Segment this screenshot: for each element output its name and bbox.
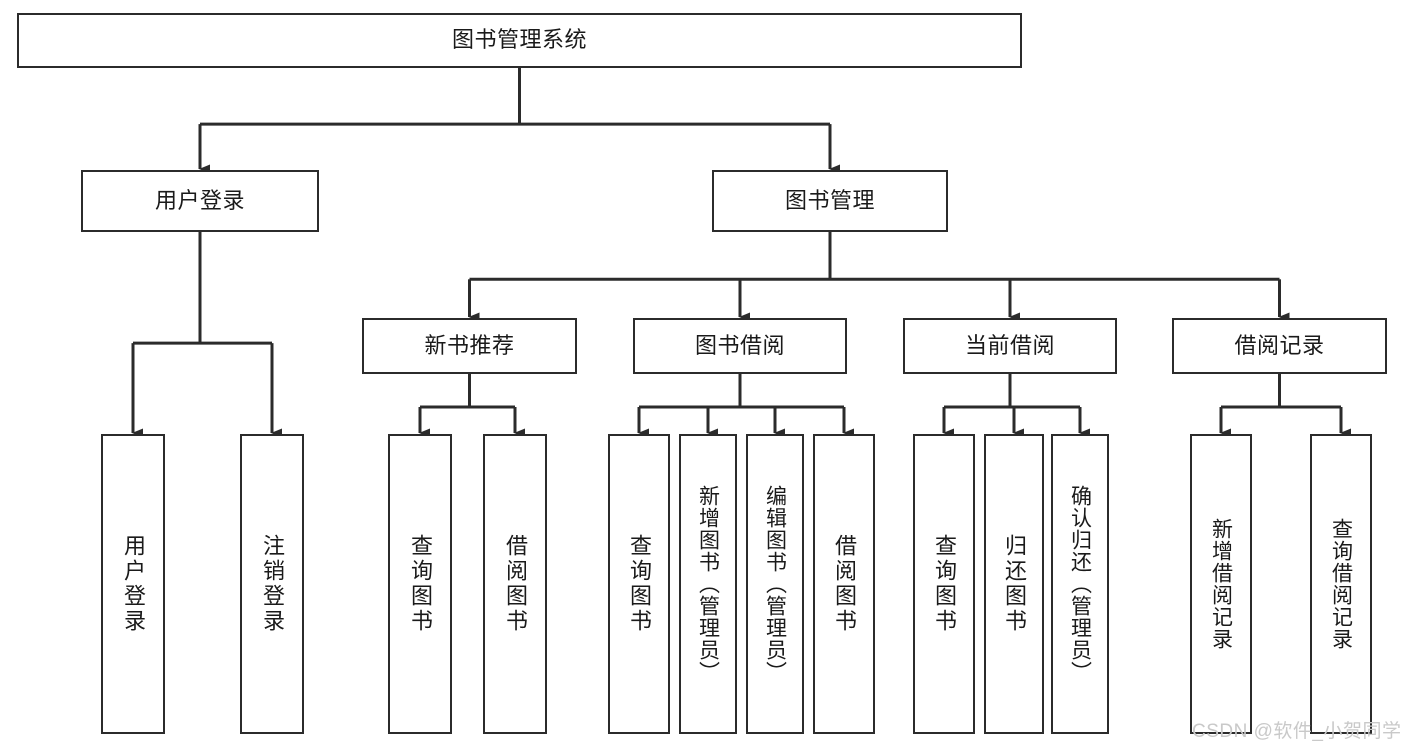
node-label: 查询借阅记录 <box>1329 518 1353 650</box>
node-label: 新增借阅记录 <box>1209 518 1233 650</box>
node-label: 借阅记录 <box>1234 332 1325 358</box>
node-bookmgmt[interactable]: 图书管理 <box>712 170 948 232</box>
node-b4[interactable]: 借阅图书 <box>813 434 875 734</box>
node-label: 编辑图书（管理员） <box>763 485 787 683</box>
node-b2[interactable]: 新增图书（管理员） <box>679 434 737 734</box>
node-n1[interactable]: 查询图书 <box>388 434 452 734</box>
node-label: 图书借阅 <box>694 332 785 358</box>
node-label: 当前借阅 <box>964 332 1055 358</box>
node-label: 图书管理 <box>784 187 875 213</box>
node-label: 借阅图书 <box>832 534 857 634</box>
node-login[interactable]: 用户登录 <box>81 170 319 232</box>
node-l2[interactable]: 注销登录 <box>240 434 304 734</box>
node-current[interactable]: 当前借阅 <box>903 318 1117 374</box>
node-label: 用户登录 <box>154 187 245 213</box>
node-label: 新书推荐 <box>424 332 515 358</box>
node-r2[interactable]: 查询借阅记录 <box>1310 434 1372 734</box>
node-n2[interactable]: 借阅图书 <box>483 434 547 734</box>
node-r1[interactable]: 新增借阅记录 <box>1190 434 1252 734</box>
node-label: 注销登录 <box>260 534 285 634</box>
node-root[interactable]: 图书管理系统 <box>17 13 1022 68</box>
node-label: 查询图书 <box>932 534 957 634</box>
node-c2[interactable]: 归还图书 <box>984 434 1044 734</box>
node-label: 归还图书 <box>1002 534 1027 634</box>
node-newbook[interactable]: 新书推荐 <box>362 318 577 374</box>
node-borrow[interactable]: 图书借阅 <box>633 318 847 374</box>
node-label: 用户登录 <box>121 534 146 634</box>
node-c3[interactable]: 确认归还（管理员） <box>1051 434 1109 734</box>
node-label: 查询图书 <box>627 534 652 634</box>
node-b3[interactable]: 编辑图书（管理员） <box>746 434 804 734</box>
node-label: 确认归还（管理员） <box>1068 485 1092 683</box>
node-label: 查询图书 <box>408 534 433 634</box>
node-records[interactable]: 借阅记录 <box>1172 318 1387 374</box>
node-c1[interactable]: 查询图书 <box>913 434 975 734</box>
node-label: 借阅图书 <box>503 534 528 634</box>
node-label: 新增图书（管理员） <box>696 485 720 683</box>
node-b1[interactable]: 查询图书 <box>608 434 670 734</box>
node-label: 图书管理系统 <box>451 27 587 53</box>
node-l1[interactable]: 用户登录 <box>101 434 165 734</box>
